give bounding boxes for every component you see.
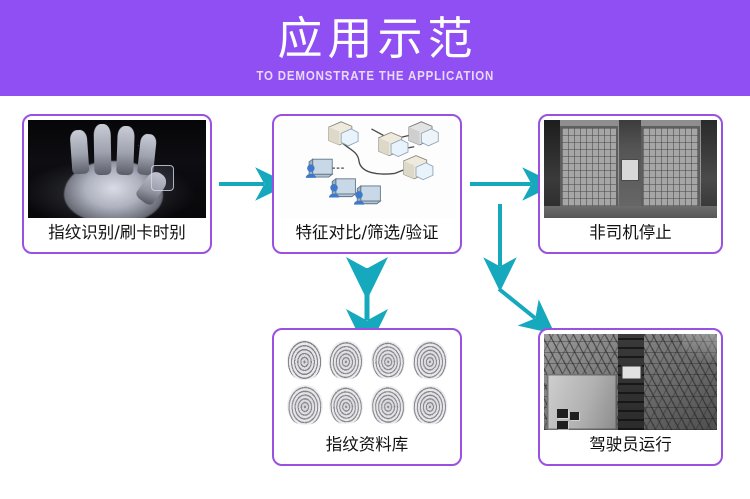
page-header: 应用示范 TO DEMONSTRATE THE APPLICATION <box>0 0 750 96</box>
construction-hoist-gate-image <box>544 120 717 218</box>
node-feature-match[interactable]: 特征对比/筛选/验证 <box>272 114 462 254</box>
gate-side-right <box>701 120 717 218</box>
building-window <box>557 421 569 429</box>
node-label-fingerprint-scan: 指纹识别/刷卡时别 <box>28 218 206 248</box>
gate-mesh-panel <box>559 125 619 209</box>
node-driver-stop[interactable]: 非司机停止 <box>538 114 723 254</box>
gate-ground <box>544 206 717 218</box>
node-label-fingerprint-db: 指纹资料库 <box>278 430 456 460</box>
node-fingerprint-db[interactable]: 指纹资料库 <box>272 328 462 466</box>
gate-control-box <box>620 159 640 181</box>
hoist-car <box>620 364 642 381</box>
sensor-pad-icon <box>150 165 174 191</box>
node-fingerprint-scan[interactable]: 指纹识别/刷卡时别 <box>22 114 212 254</box>
fingerprint-records-image <box>278 334 456 430</box>
fingerprint-icon <box>286 339 323 380</box>
fingerprint-icon <box>327 339 365 380</box>
fingerprint-icon <box>411 384 448 425</box>
finger-shape <box>69 129 90 175</box>
finger-shape <box>93 123 112 176</box>
hoist-tower <box>618 334 645 430</box>
palm-hand-scan-image <box>28 120 206 218</box>
connector-branch-to-run <box>497 287 555 335</box>
fingerprint-grid <box>286 339 448 425</box>
fingerprint-icon <box>286 384 323 425</box>
network-topology-image <box>278 120 456 218</box>
page-subtitle: TO DEMONSTRATE THE APPLICATION <box>256 69 494 83</box>
gate-mesh-panel <box>640 125 700 209</box>
node-label-feature-match: 特征对比/筛选/验证 <box>278 218 456 248</box>
gate-side-left <box>544 120 560 218</box>
fingerprint-icon <box>328 384 365 425</box>
node-driver-run[interactable]: 驾驶员运行 <box>538 328 723 466</box>
building-window <box>557 408 569 418</box>
fingerprint-icon <box>411 339 448 380</box>
node-label-driver-run: 驾驶员运行 <box>544 430 717 460</box>
fingerprint-icon <box>370 384 406 425</box>
fingerprint-icon <box>369 339 406 380</box>
construction-building-image <box>544 334 717 430</box>
finger-shape <box>116 125 135 176</box>
page-title: 应用示范 <box>277 12 478 65</box>
node-label-driver-stop: 非司机停止 <box>544 218 717 248</box>
sky-highlight <box>682 334 717 363</box>
building-block <box>547 374 617 430</box>
flow-diagram-canvas: 指纹识别/刷卡时别 <box>0 96 750 499</box>
building-window <box>570 411 580 420</box>
